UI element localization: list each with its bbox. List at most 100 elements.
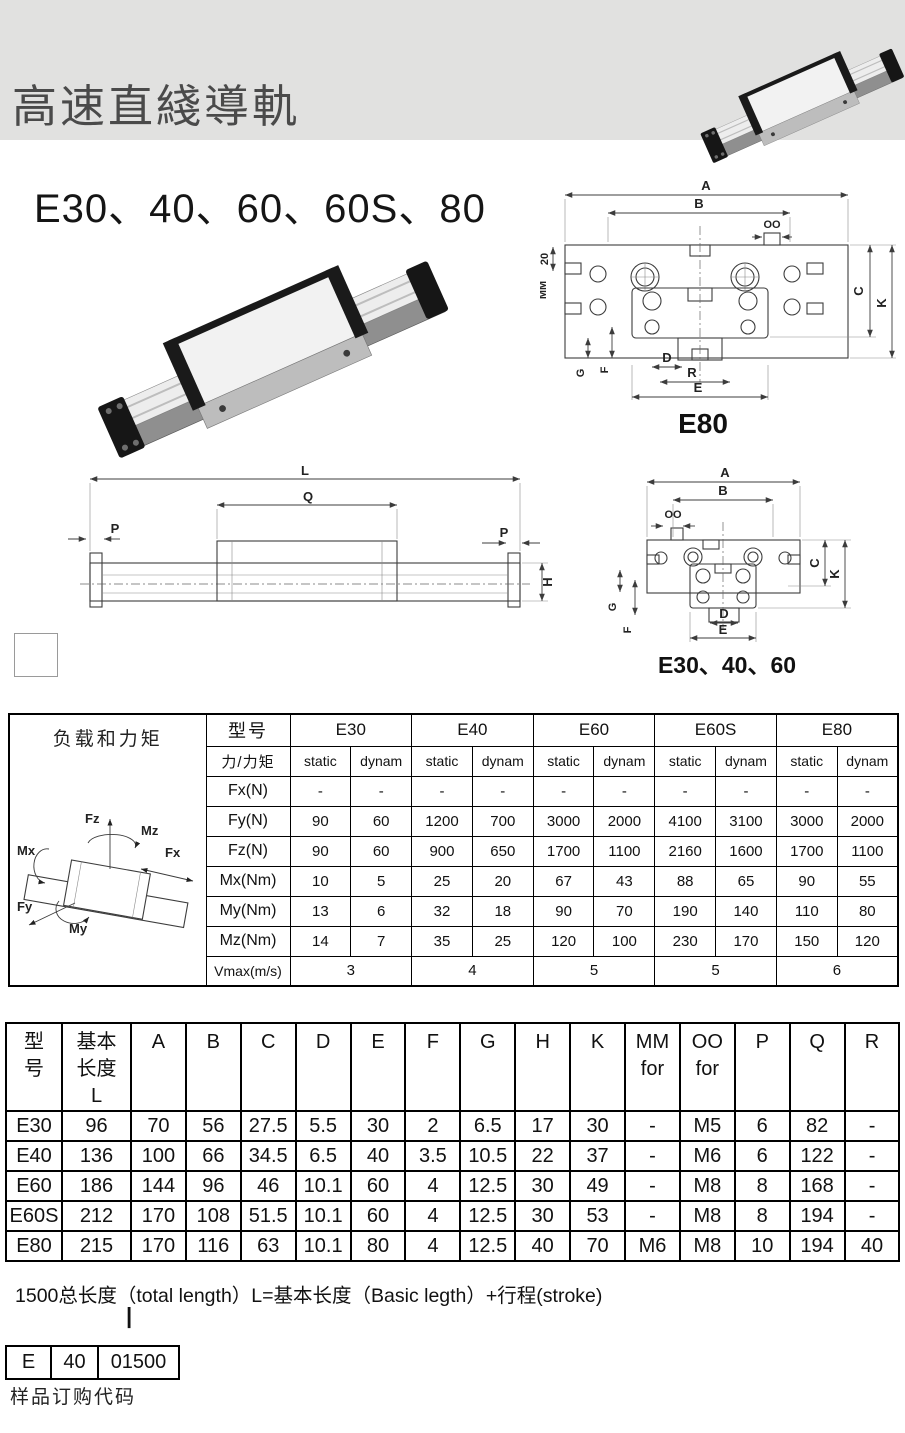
col-header: A [130,1022,187,1112]
drawing-e80-cross-section: A B OO 20 MM C K G F D R E [540,178,896,439]
cell: 82 [788,1110,846,1142]
cell: 40 [843,1230,901,1262]
cell: 100 [130,1140,187,1172]
cell: 10.1 [294,1230,352,1262]
cell: M6 [624,1230,681,1262]
cell: 37 [569,1140,627,1172]
cell: 13 [289,895,352,927]
table-row: E80 215 170 116 63 10.1 80 4 12.5 40 70 … [5,1230,901,1262]
cell: dynam [715,745,777,777]
cell: 40 [514,1230,572,1262]
cell: static [411,745,473,777]
cell: 60 [349,1200,407,1232]
total-length-formula: 1500总长度（total length）L=基本长度（Basic legth）… [15,1285,603,1307]
cell: - [624,1140,681,1172]
load-diagram-sketch: Fz Mz Mx Fx Fy My [17,811,193,936]
moment-label-mx: Mx [17,843,36,858]
cell: 66 [184,1140,242,1172]
table-row: My(Nm) 13 6 32 18 90 70 190 140 110 80 [9,895,899,927]
cell: - [715,775,777,807]
cell: M8 [678,1170,736,1202]
cell: 8 [733,1170,791,1202]
cell: dynam [593,745,656,777]
cell: 17 [514,1110,572,1142]
cell: 4 [404,1170,462,1202]
cell: - [624,1200,681,1232]
dim-label-a: A [720,465,730,480]
cell: 140 [715,895,777,927]
product-photo-small [700,48,904,163]
cell: 120 [836,925,899,957]
cell: 5 [654,955,777,987]
cell: 25 [411,865,473,897]
dim-label-r: R [687,365,697,380]
dimension-table: 型 号 基本 长度 L A B C D E F G H K MM for OO … [5,1022,901,1262]
cell: 190 [654,895,717,927]
dim-label-k: K [874,298,889,308]
col-header: 型 号 [5,1022,63,1112]
cell: 25 [471,925,534,957]
table-row: E60S 212 170 108 51.5 10.1 60 4 12.5 30 … [5,1200,901,1232]
cell: 49 [569,1170,627,1202]
cell: 170 [130,1200,187,1232]
cell: 7 [350,925,413,957]
cell: - [350,775,413,807]
table-row: E30 96 70 56 27.5 5.5 30 2 6.5 17 30 - M… [5,1110,901,1142]
carriage-rail-sketch [23,859,189,929]
cell: 60 [350,805,413,837]
cell: 51.5 [239,1200,297,1232]
col-header: E [349,1022,407,1112]
cell: 70 [130,1110,187,1142]
cell: E80 [5,1230,63,1262]
col-header: H [514,1022,572,1112]
cell: 194 [788,1230,846,1262]
cell: E60 [5,1170,63,1202]
cell: 90 [532,895,595,927]
dim-label-e: E [694,380,703,395]
col-header-e30: E30 [289,713,413,747]
dim-label-b: B [718,483,727,498]
cell: 53 [569,1200,627,1232]
cell: 5 [532,955,656,987]
cell: - [843,1170,901,1202]
dim-label-c: C [851,286,866,296]
dim-label-20: 20 [540,253,551,265]
linear-guide-rendering [700,48,904,163]
cell: - [775,775,838,807]
cell: 35 [411,925,473,957]
cell: E60S [5,1200,63,1232]
cell: M8 [678,1200,736,1232]
cell: 30 [514,1200,572,1232]
cell: 1700 [532,835,595,867]
cell: 34.5 [239,1140,297,1172]
col-header: 基本 长度 L [61,1022,132,1112]
row-label-mz: Mz(Nm) [205,925,291,957]
cell: 6 [733,1110,791,1142]
cell: - [843,1140,901,1172]
cell: 65 [715,865,777,897]
moment-label-mz: Mz [141,823,159,838]
cell: 3000 [532,805,595,837]
cell: 30 [349,1110,407,1142]
load-table: 负载和力矩 Fz Mz [8,713,899,987]
col-header: D [294,1022,352,1112]
dim-label-b: B [694,196,703,211]
col-header-force: 力/力矩 [205,745,291,777]
cell: 18 [471,895,534,927]
col-header: P [733,1022,791,1112]
dim-label-q: Q [303,489,313,504]
cell: dynam [836,745,899,777]
cell: 1600 [715,835,777,867]
dim-label-f: F [622,626,634,633]
e80-dimensions: A B OO 20 MM C K G F D R E [540,178,896,400]
drawing-e304060-cross-section: A B OO C K G F D E E30、40、60 [607,465,851,678]
cell: M6 [678,1140,736,1172]
cell: - [593,775,656,807]
cell: 230 [654,925,717,957]
cell: 650 [471,835,534,867]
cell: - [654,775,717,807]
cell: 67 [532,865,595,897]
cell: 60 [350,835,413,867]
cell: 70 [593,895,656,927]
cell: 90 [775,865,838,897]
